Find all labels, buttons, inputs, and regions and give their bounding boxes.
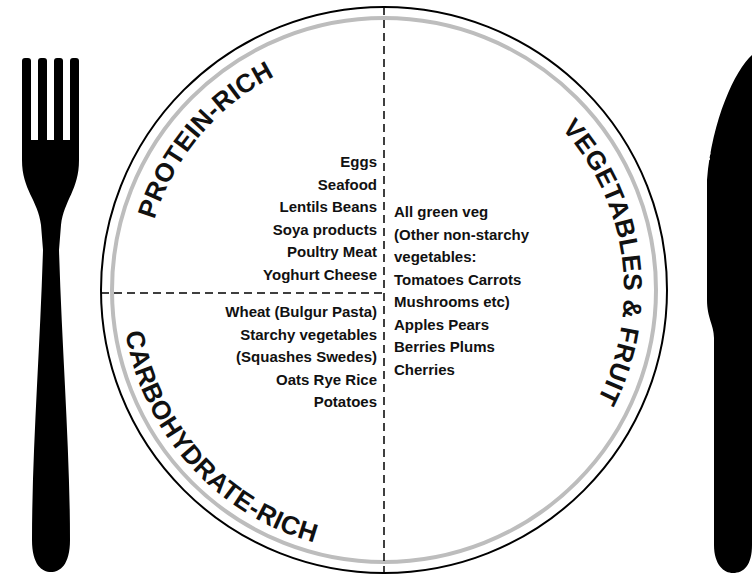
food-item: Poultry Meat	[263, 241, 377, 264]
divider-line	[101, 292, 384, 294]
knife-shape	[707, 55, 752, 573]
food-item: (Other non-starchy vegetables: Tomatoes …	[394, 224, 546, 314]
food-group-region: VEGETABLES & FRUITAll green veg(Other no…	[384, 7, 668, 573]
food-list: EggsSeafoodLentils BeansSoya productsPou…	[263, 151, 377, 286]
food-list: Wheat (Bulgur Pasta)Starchy vegetables(S…	[225, 301, 377, 414]
food-item: Wheat (Bulgur Pasta)	[225, 301, 377, 324]
food-item: Apples Pears	[394, 314, 546, 337]
food-item: All green veg	[394, 201, 546, 224]
divider-line	[383, 7, 385, 573]
food-item: Lentils Beans	[263, 196, 377, 219]
food-item: Yoghurt Cheese	[263, 264, 377, 287]
food-item: Berries Plums	[394, 336, 546, 359]
food-item: Starchy vegetables	[225, 324, 377, 347]
knife-icon	[707, 55, 752, 573]
fork-handle	[22, 140, 79, 572]
food-item: (Squashes Swedes)	[225, 346, 377, 369]
food-item: Seafood	[263, 174, 377, 197]
plate-rim	[101, 7, 667, 573]
group-heading: VEGETABLES & FRUIT	[557, 113, 648, 411]
food-item: Eggs	[263, 151, 377, 174]
food-item: Oats Rye Rice	[225, 369, 377, 392]
group-heading: PROTEIN-RICH	[132, 55, 278, 222]
food-item: Soya products	[263, 219, 377, 242]
food-item: Cherries	[394, 359, 546, 382]
fork-icon	[22, 58, 79, 572]
food-group-region: PROTEIN-RICHEggsSeafoodLentils BeansSoya…	[101, 7, 384, 293]
knife-serration	[709, 76, 730, 160]
food-item: Potatoes	[225, 391, 377, 414]
food-group-region: CARBOHYDRATE-RICHWheat (Bulgur Pasta)Sta…	[101, 293, 384, 573]
food-list: All green veg(Other non-starchy vegetabl…	[394, 201, 546, 381]
